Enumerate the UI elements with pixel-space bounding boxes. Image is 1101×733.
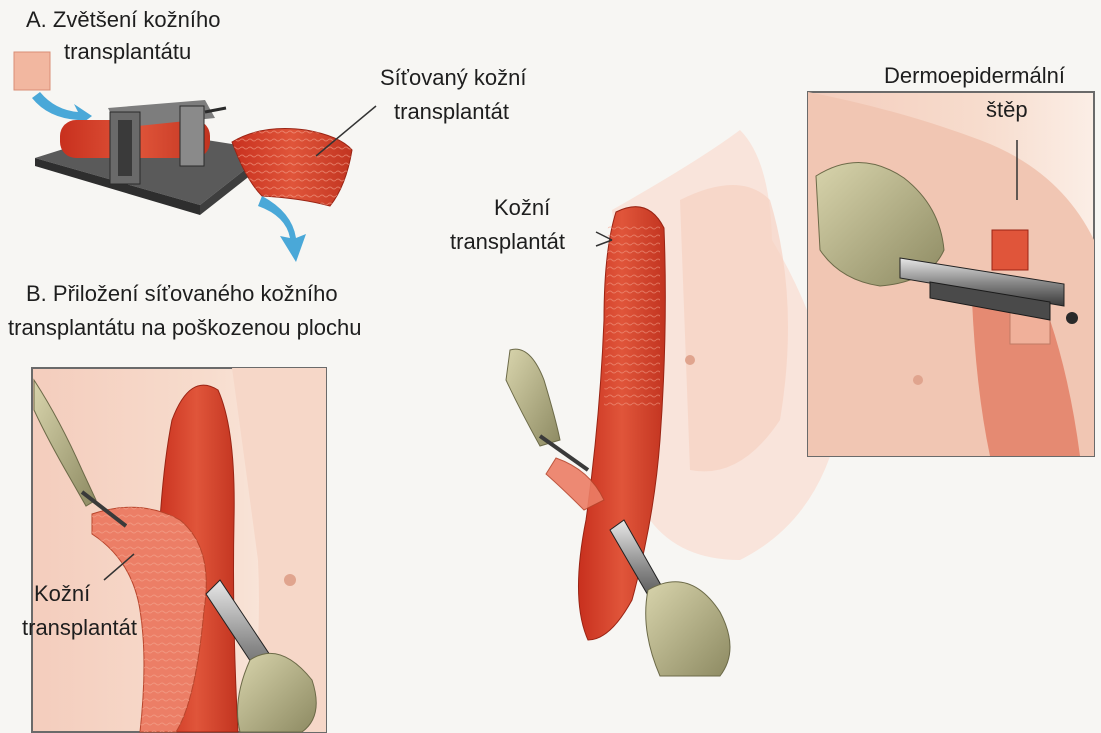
harvested-graft: [992, 230, 1028, 270]
section-a-letter: A.: [26, 7, 47, 32]
meshed-graft-label-line2: transplantát: [394, 98, 509, 125]
glove-center-left: [506, 349, 560, 446]
meshed-graft-label-line1: Síťovaný kožní: [380, 64, 526, 91]
section-a-heading: A. Zvětšení kožního: [26, 6, 220, 33]
nipple: [284, 574, 296, 586]
center-graft-label-line2: transplantát: [450, 228, 565, 255]
section-b-title-line1: Přiložení síťovaného kožního: [53, 281, 338, 306]
section-b-heading: B. Přiložení síťovaného kožního: [26, 280, 338, 307]
center-illustration: [506, 130, 840, 676]
applied-graft-area: [604, 224, 660, 410]
arrow-out-icon: [258, 196, 306, 262]
panel-b-graft-label-line2: transplantát: [22, 614, 137, 641]
dermatome-panel-illustration: [808, 92, 1094, 456]
mesher-device-illustration: [14, 52, 376, 262]
dermoepidermal-label-line1: Dermoepidermální: [884, 62, 1065, 89]
section-b-letter: B.: [26, 281, 47, 306]
nipple-center: [685, 355, 695, 365]
center-graft-label-line1: Kožní: [494, 194, 550, 221]
section-a-title-line1: Zvětšení kožního: [53, 7, 221, 32]
skin-sample-icon: [14, 52, 50, 90]
nipple-right: [913, 375, 923, 385]
glove-center-right: [646, 582, 730, 676]
section-b-title-line2: transplantátu na poškozenou plochu: [8, 314, 361, 341]
dermoepidermal-label-line2: štěp: [986, 96, 1028, 123]
panel-b-graft-label-line1: Kožní: [34, 580, 90, 607]
section-a-title-line2: transplantátu: [64, 38, 191, 65]
panel-b-illustration: [32, 368, 326, 732]
